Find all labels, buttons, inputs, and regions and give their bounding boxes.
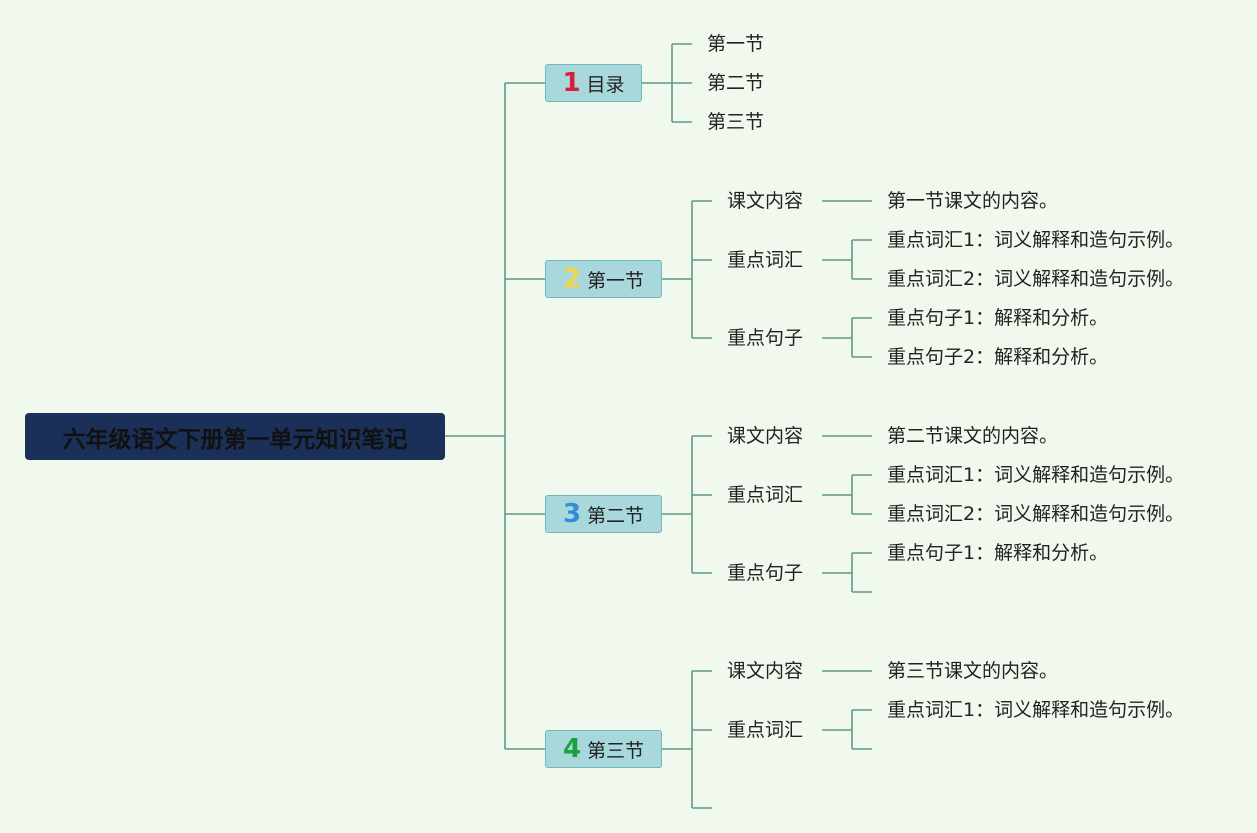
- topic-node[interactable]: 重点词汇: [727, 484, 804, 506]
- topic-node[interactable]: 课文内容: [727, 425, 804, 447]
- detail-item[interactable]: 重点词汇2：词义解释和造句示例。: [887, 268, 1185, 290]
- detail-item[interactable]: 重点句子2：解释和分析。: [887, 346, 1109, 368]
- topic-node[interactable]: 重点句子: [727, 327, 804, 349]
- root-node[interactable]: 六年级语文下册第一单元知识笔记: [25, 413, 445, 460]
- root-title: 六年级语文下册第一单元知识笔记: [62, 426, 408, 453]
- section-node-2[interactable]: 3 第二节: [545, 495, 662, 533]
- toc-item[interactable]: 第二节: [707, 72, 765, 94]
- detail-item[interactable]: 第三节课文的内容。: [887, 660, 1059, 682]
- detail-item[interactable]: 重点词汇1：词义解释和造句示例。: [887, 229, 1185, 251]
- toc-item[interactable]: 第一节: [707, 33, 765, 55]
- section-node-1[interactable]: 2 第一节: [545, 260, 662, 298]
- detail-item[interactable]: 重点词汇1：词义解释和造句示例。: [887, 699, 1185, 721]
- topic-node[interactable]: 课文内容: [727, 190, 804, 212]
- toc-item[interactable]: 第三节: [707, 111, 765, 133]
- detail-item[interactable]: 重点句子1：解释和分析。: [887, 542, 1109, 564]
- section-label: 目录: [586, 73, 625, 96]
- section-number-badge: 1: [562, 68, 581, 98]
- section-label: 第二节: [587, 504, 645, 527]
- section-node-toc[interactable]: 1 目录: [545, 64, 642, 102]
- detail-item[interactable]: 重点句子1：解释和分析。: [887, 307, 1109, 329]
- section-number-badge: 4: [562, 734, 582, 764]
- section-label: 第三节: [587, 739, 645, 762]
- section-number-badge: 3: [562, 499, 582, 529]
- topic-node[interactable]: 重点词汇: [727, 249, 804, 271]
- section-label: 第一节: [587, 269, 645, 292]
- section-node-3[interactable]: 4 第三节: [545, 730, 662, 768]
- detail-item[interactable]: 第一节课文的内容。: [887, 190, 1059, 212]
- detail-item[interactable]: 重点词汇2：词义解释和造句示例。: [887, 503, 1185, 525]
- topic-node[interactable]: 重点句子: [727, 562, 804, 584]
- detail-item[interactable]: 第二节课文的内容。: [887, 425, 1059, 447]
- topic-node[interactable]: 重点词汇: [727, 719, 804, 741]
- section-number-badge: 2: [562, 264, 582, 294]
- detail-item[interactable]: 重点词汇1：词义解释和造句示例。: [887, 464, 1185, 486]
- topic-node[interactable]: 课文内容: [727, 660, 804, 682]
